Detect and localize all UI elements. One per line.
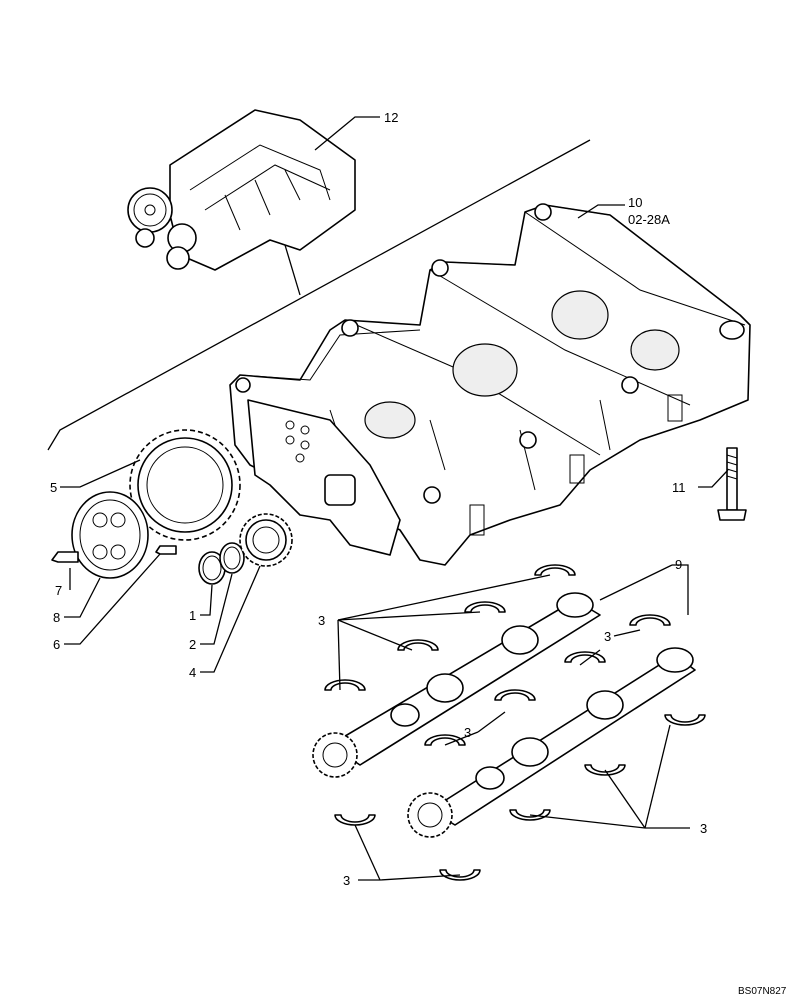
balancer-housing-part-10 [229, 203, 751, 566]
callout-3-e: 3 [343, 873, 350, 888]
callout-10: 10 [628, 195, 642, 210]
callout-3-c: 3 [464, 725, 471, 740]
section-divider-line [47, 139, 591, 451]
balance-shaft-lower-part-9 [407, 647, 696, 838]
screw-part-7 [51, 551, 79, 563]
callout-3-b: 3 [604, 629, 611, 644]
callout-6: 6 [53, 637, 60, 652]
callout-12: 12 [384, 110, 398, 125]
large-gear-part-5 [129, 429, 241, 541]
ring-part-1 [198, 551, 226, 585]
callout-labels: 12 10 02-28A 11 9 5 7 8 6 1 2 4 3 3 3 3 … [50, 110, 787, 997]
callout-8: 8 [53, 610, 60, 625]
screw-part-6 [155, 545, 177, 555]
bearing-shells-part-3 [324, 564, 706, 881]
hub-part-8 [71, 491, 149, 579]
callout-7: 7 [55, 583, 62, 598]
callout-9: 9 [675, 557, 682, 572]
callout-11: 11 [672, 480, 686, 495]
small-gear-part-4 [239, 513, 293, 567]
figure-code: BS07N827 [738, 986, 787, 997]
callout-10-reference: 02-28A [628, 212, 670, 227]
balancer-assembly-part-12 [127, 109, 356, 271]
callout-3-d: 3 [700, 821, 707, 836]
leader-lines [60, 116, 729, 881]
callout-2: 2 [189, 637, 196, 652]
callout-1: 1 [189, 608, 196, 623]
callout-3-a: 3 [318, 613, 325, 628]
balance-shaft-upper-part-9 [312, 592, 601, 778]
ring-part-2 [219, 542, 245, 574]
callout-4: 4 [189, 665, 196, 680]
callout-5: 5 [50, 480, 57, 495]
bolt-part-11 [717, 447, 747, 521]
